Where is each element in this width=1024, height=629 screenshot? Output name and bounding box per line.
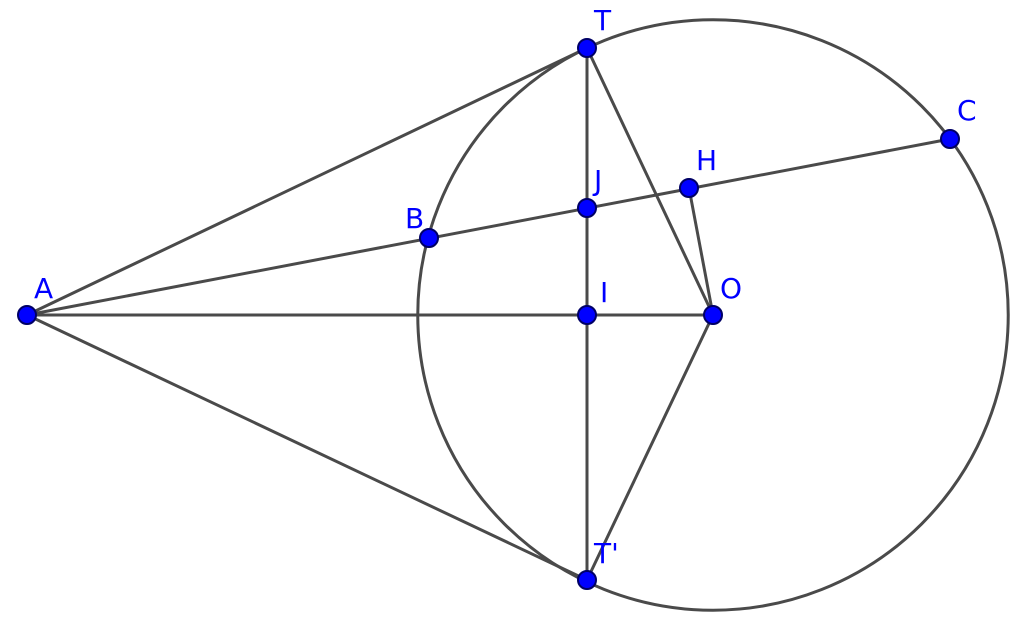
- label-j: J: [592, 164, 602, 197]
- figure-shapes: [25, 18, 1010, 612]
- point-o[interactable]: [703, 305, 723, 325]
- segment-a-c: [25, 137, 952, 317]
- segment-o-h: [687, 186, 715, 317]
- label-t2: T': [593, 537, 619, 570]
- figure-points: A B C H J I O T T': [17, 4, 977, 590]
- segment-a-t: [25, 46, 589, 317]
- point-t2[interactable]: [577, 570, 597, 590]
- label-t: T: [593, 4, 612, 37]
- label-a: A: [34, 272, 53, 305]
- label-b: B: [405, 202, 424, 235]
- label-o: O: [720, 272, 742, 305]
- label-i: I: [600, 276, 608, 309]
- point-a[interactable]: [17, 305, 37, 325]
- segment-a-t2: [25, 313, 589, 582]
- point-t[interactable]: [577, 38, 597, 58]
- segment-t-o: [585, 46, 715, 317]
- segment-t2-o: [585, 313, 715, 582]
- label-c: C: [957, 94, 977, 127]
- point-c[interactable]: [940, 129, 960, 149]
- label-h: H: [696, 144, 717, 177]
- point-i[interactable]: [577, 305, 597, 325]
- point-b[interactable]: [419, 228, 439, 248]
- point-j[interactable]: [577, 198, 597, 218]
- point-h[interactable]: [679, 178, 699, 198]
